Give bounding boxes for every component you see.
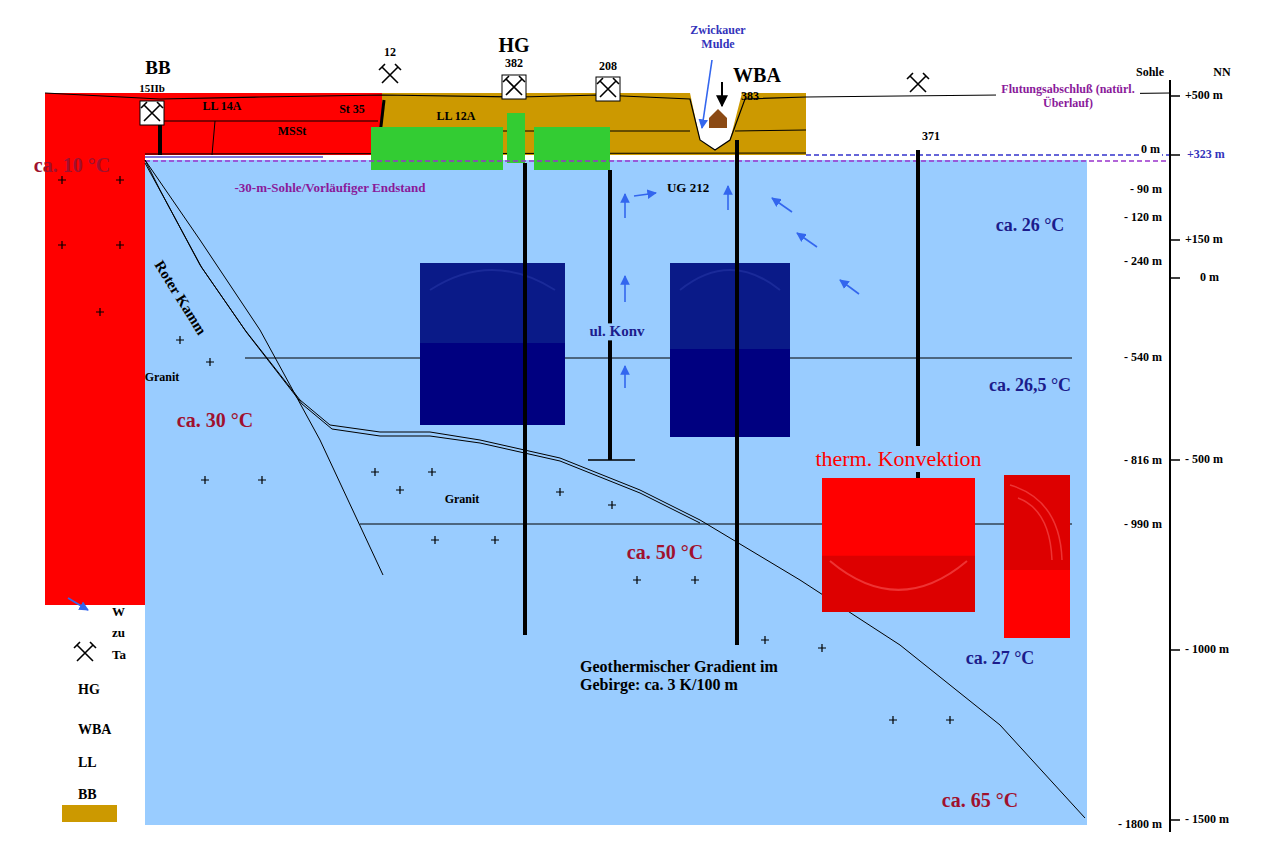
label: - 90 m	[1130, 183, 1162, 197]
fault-line	[145, 160, 383, 575]
label: ca. 27 °C	[966, 648, 1035, 669]
mined-area	[507, 113, 525, 163]
label: MSSt	[278, 125, 307, 139]
label: - 500 m	[1185, 453, 1223, 467]
label: ca. 10 °C	[34, 154, 110, 177]
wba-arrow	[721, 82, 723, 106]
label: Granit	[445, 493, 480, 507]
label: 383	[741, 90, 759, 104]
shaft-symbol	[140, 101, 164, 125]
level-line	[145, 160, 1170, 162]
label: ca. 26,5 °C	[989, 375, 1071, 396]
label: 0 m	[1200, 271, 1219, 285]
label: 0 m	[1139, 143, 1162, 157]
fault-line	[145, 160, 1085, 818]
label: St 35	[339, 103, 365, 117]
label: Sohle	[1136, 66, 1164, 80]
fault-line	[145, 163, 700, 523]
label: WBA	[733, 64, 781, 87]
level-line	[145, 156, 323, 158]
label: -30-m-Sohle/Vorläufiger Endstand	[234, 181, 425, 196]
label: Roter Kamm	[150, 258, 209, 339]
convection-box	[420, 263, 565, 343]
label: ca. 26 °C	[996, 215, 1065, 236]
mined-area	[534, 127, 610, 170]
label: Geothermischer Gradient im Gebirge: ca. …	[580, 658, 820, 695]
convection-decor	[822, 478, 975, 612]
label: BB	[145, 57, 170, 79]
label: - 540 m	[1124, 351, 1162, 365]
label: BB	[78, 787, 97, 803]
wba-symbol	[709, 109, 727, 128]
label: Flutungsabschluß (natürl. Überlauf)	[996, 83, 1140, 111]
label: UG 212	[667, 181, 709, 196]
convection-box	[420, 263, 565, 425]
label: ca. 50 °C	[627, 541, 703, 564]
shaft	[588, 459, 635, 461]
flooded-area	[145, 160, 1087, 825]
label: 12	[384, 46, 396, 60]
label: 208	[599, 60, 617, 74]
label: Granit	[145, 371, 180, 385]
label: 15IIb	[139, 82, 165, 95]
label: ca. 30 °C	[177, 409, 253, 432]
label: zu	[112, 626, 125, 641]
label: HG	[498, 34, 529, 57]
scale-tick	[1170, 96, 1180, 820]
label: - 990 m	[1124, 518, 1162, 532]
shaft-symbol	[596, 77, 620, 101]
scale-axis	[1169, 80, 1171, 832]
shaft-symbol	[379, 64, 401, 83]
label: - 240 m	[1124, 255, 1162, 269]
node-heading: therm. Konvektion	[812, 446, 984, 472]
label: - 1000 m	[1185, 643, 1229, 657]
level-line	[806, 154, 1170, 156]
mined-area	[371, 127, 503, 170]
fault-mark	[212, 121, 215, 155]
label: Zwickauer Mulde	[673, 24, 763, 52]
label: - 120 m	[1124, 211, 1162, 225]
label: ul. Konv	[587, 323, 646, 340]
fault-mark	[158, 121, 162, 155]
label: Ta	[112, 648, 126, 663]
shaft-symbol	[74, 642, 96, 661]
label: - 816 m	[1124, 454, 1162, 468]
label: W	[112, 605, 125, 620]
label: +500 m	[1185, 89, 1223, 103]
label: WBA	[78, 722, 111, 738]
label: NN	[1213, 66, 1230, 80]
shaft-symbol	[907, 73, 929, 92]
label: 371	[922, 130, 940, 144]
convection-box	[1004, 475, 1070, 638]
label: HG	[78, 682, 100, 698]
flow-arrow	[68, 60, 859, 610]
shaft-symbol	[502, 75, 526, 99]
label: LL 14A	[202, 100, 241, 114]
label: +323 m	[1185, 148, 1227, 162]
convection-box	[1004, 475, 1070, 570]
label: - 1500 m	[1185, 813, 1229, 827]
convection-box: therm. Konvektion	[822, 478, 975, 612]
label: LL 12A	[436, 110, 475, 124]
label: LL	[78, 755, 97, 771]
convection-box	[670, 263, 790, 437]
label: ca. 65 °C	[942, 789, 1018, 812]
legend-swatch	[62, 805, 117, 822]
label: - 1800 m	[1118, 818, 1162, 832]
label: +150 m	[1185, 233, 1223, 247]
label: 382	[505, 57, 523, 71]
convection-box	[670, 263, 790, 349]
